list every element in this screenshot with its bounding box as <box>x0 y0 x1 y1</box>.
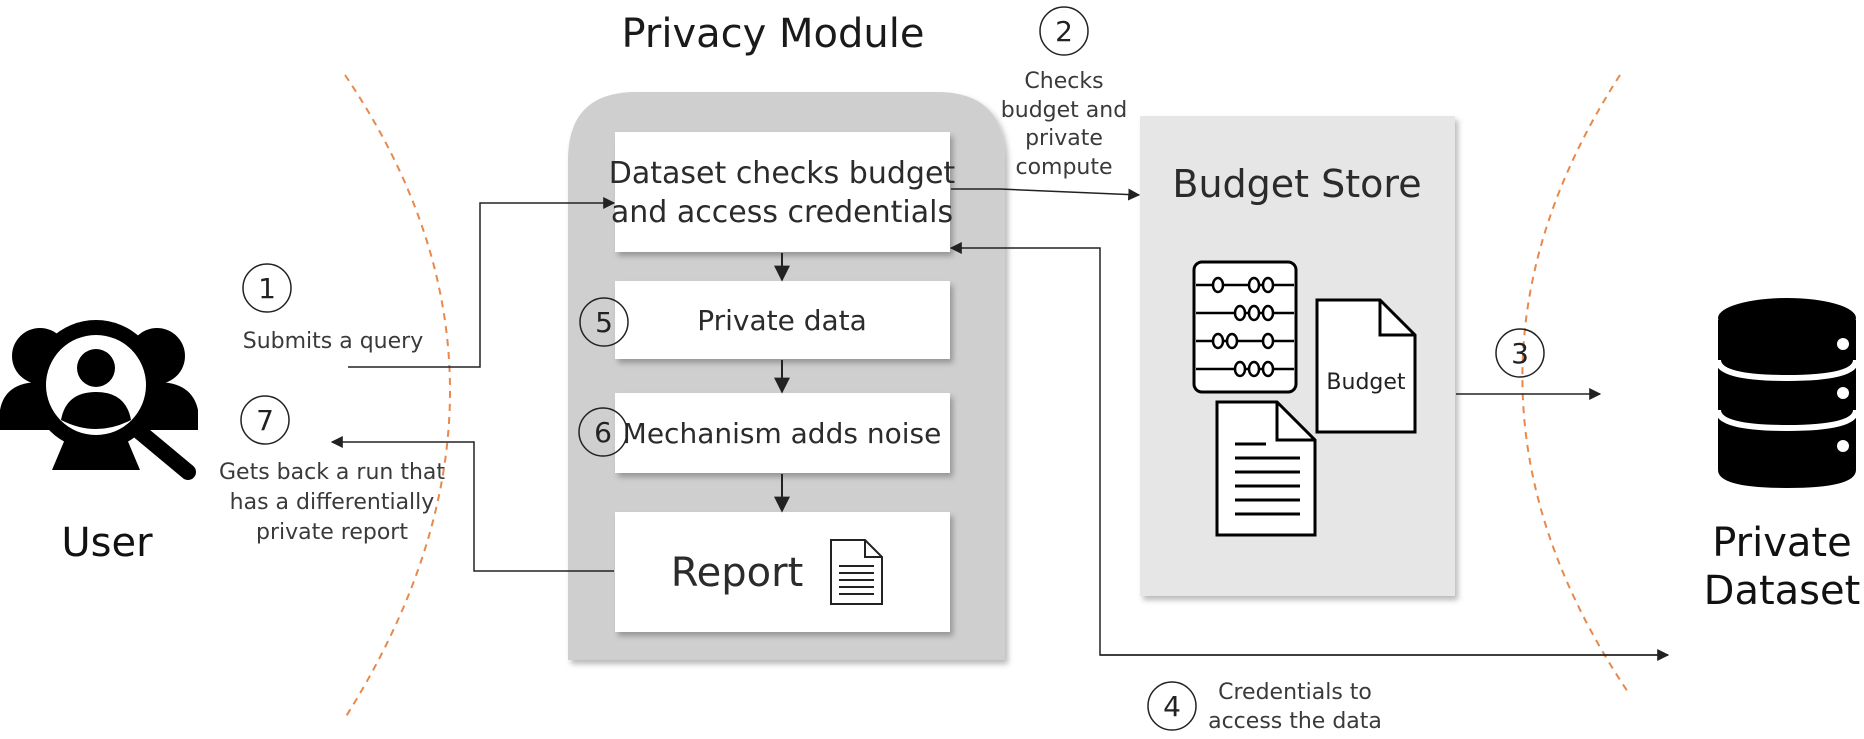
budget-store-panel: Budget Store Budget <box>1140 116 1455 596</box>
arrow-submit-query <box>348 197 616 368</box>
user-search-icon <box>0 320 198 480</box>
step-4-note-line2: access the data <box>1208 709 1382 734</box>
budget-store-title: Budget Store <box>1172 162 1421 206</box>
mechanism-label: Mechanism adds noise <box>623 417 942 450</box>
svg-text:2: 2 <box>1055 15 1073 48</box>
step-7-marker: 7 <box>240 395 290 445</box>
step-2-note-line1: Checks <box>1024 69 1103 94</box>
mechanism-box: Mechanism adds noise <box>615 393 950 473</box>
arrow-return-report <box>330 436 614 572</box>
report-document-icon <box>830 539 883 605</box>
check-credentials-line1: Dataset checks budget <box>609 156 956 191</box>
step-1-marker: 1 <box>242 263 292 313</box>
dataset-label-line2: Dataset <box>1704 568 1861 614</box>
check-credentials-box: Dataset checks budget and access credent… <box>609 132 956 252</box>
database-icon <box>1715 298 1859 488</box>
step-1-note: Submits a query <box>243 329 423 354</box>
svg-text:5: 5 <box>595 306 613 339</box>
step-2-note-line4: compute <box>1015 155 1112 180</box>
svg-text:1: 1 <box>258 272 276 305</box>
left-trust-boundary <box>344 74 451 719</box>
step-2-note-line3: private <box>1025 126 1103 151</box>
check-credentials-line2: and access credentials <box>611 195 953 230</box>
page-title: Privacy Module <box>622 11 925 57</box>
svg-text:3: 3 <box>1511 337 1529 370</box>
report-label: Report <box>671 550 804 596</box>
right-trust-boundary <box>1521 74 1631 696</box>
private-data-box: Private data <box>615 281 950 359</box>
step-7-note-line3: private report <box>256 520 408 545</box>
step-2-note-line2: budget and <box>1001 98 1127 123</box>
abacus-icon <box>1192 260 1298 394</box>
step-2-marker: 2 <box>1039 6 1089 56</box>
budget-document-icon: Budget <box>1315 298 1417 434</box>
arrow-check-budget <box>951 188 1141 201</box>
text-document-icon <box>1215 400 1317 537</box>
svg-text:4: 4 <box>1163 690 1181 723</box>
step-4-note-line1: Credentials to <box>1218 680 1372 705</box>
step-7-note-line2: has a differentially <box>230 490 435 515</box>
step-4-marker: 4 <box>1147 681 1197 731</box>
step-3-marker: 3 <box>1495 328 1545 378</box>
step-7-note-line1: Gets back a run that <box>219 460 445 485</box>
step-5-marker: 5 <box>579 297 629 347</box>
budget-document-label: Budget <box>1326 370 1406 395</box>
svg-text:6: 6 <box>594 416 612 449</box>
step-6-marker: 6 <box>578 407 628 457</box>
report-box: Report <box>615 512 950 632</box>
user-label: User <box>61 520 153 566</box>
private-data-label: Private data <box>697 304 867 337</box>
dataset-label-line1: Private <box>1712 520 1851 566</box>
svg-text:7: 7 <box>256 404 274 437</box>
